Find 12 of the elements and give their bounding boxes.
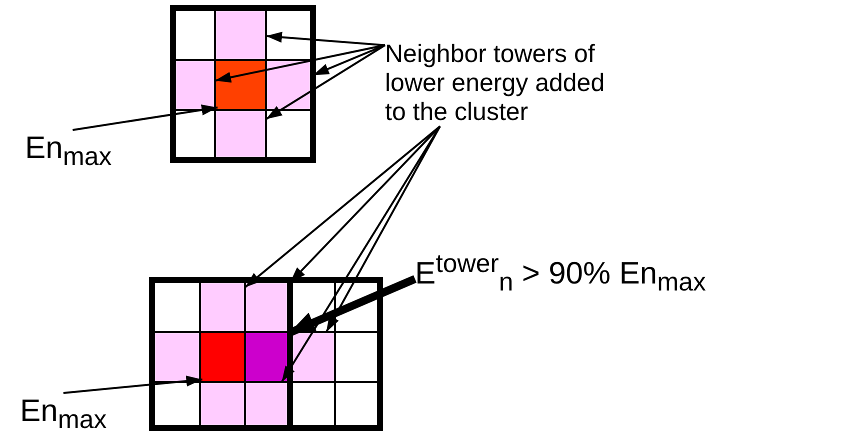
tower-cell bbox=[200, 332, 245, 382]
leader-arrow bbox=[72, 104, 218, 131]
leader-arrow bbox=[266, 32, 386, 46]
annotation-text: En$_{max}$ bbox=[20, 393, 107, 436]
leader-arrow bbox=[280, 126, 441, 383]
annotation-text: En$_{max}$ bbox=[25, 130, 112, 173]
leader-arrow bbox=[63, 376, 202, 394]
leader-arrow bbox=[265, 44, 386, 120]
annotation-text: Neighbor towers of lower energy added to the cluster bbox=[385, 40, 605, 126]
leader-arrow bbox=[325, 126, 441, 332]
annotation-text: E$^{tower}$$_{n}$ > 90% En$_{max}$ bbox=[415, 250, 706, 298]
leader-arrow bbox=[214, 44, 386, 83]
